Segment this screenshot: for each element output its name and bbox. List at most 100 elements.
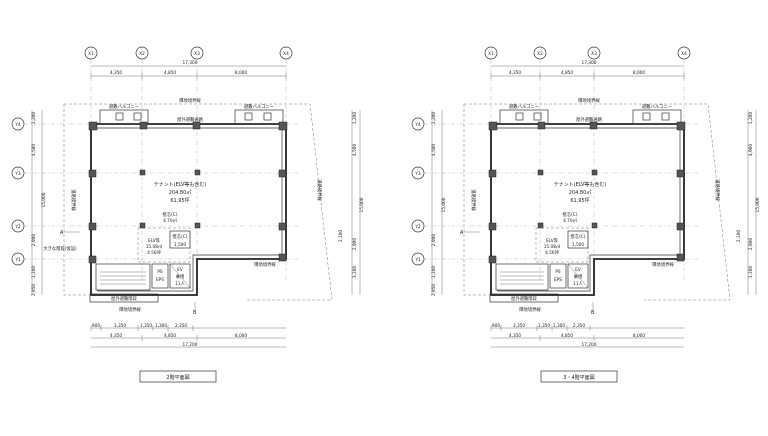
grid-label-x2: X2 <box>139 51 145 57</box>
outdoor-stair: 屋外避難階段 隣地境界線 <box>489 263 559 313</box>
elv-area-value: 15.08㎡ <box>146 243 163 250</box>
small-room-label: 壁芯(C) <box>163 211 178 218</box>
section-marker-b: B <box>591 310 595 316</box>
ps-label: PS <box>157 269 163 275</box>
right-dim-1: 1,200 <box>352 112 358 125</box>
floor-plan-drawing: X1 X2 X3 X4 17,300 4,350 4,850 8,000 隣地境… <box>11 46 365 383</box>
site-boundary <box>463 103 731 301</box>
corridor-top-label: 屋外避難通路 <box>576 116 602 123</box>
bottom-boundary-label: 隣地境界線 <box>519 306 541 313</box>
balcony-left-label: 避難バルコニー <box>109 103 139 110</box>
ev-label: EV <box>575 267 581 273</box>
right-boundary-label: 道路境界線 <box>316 179 323 201</box>
grid-label-x1: X1 <box>488 51 494 57</box>
right-boundary-label-2: 隣地境界線 <box>652 261 674 268</box>
grid-label-y4: Y4 <box>414 122 421 128</box>
bottom-dim2-1: 4,350 <box>110 333 123 339</box>
bottom-dim1-2: 3,350 <box>513 323 526 329</box>
core-area: ELV等 15.08㎡ 4.56坪 壁芯(C) 1,500 PS EPS EV … <box>535 227 589 289</box>
left-dimensions: 1,200 4,580 15,000 2,900 3,100 2,950 <box>31 110 47 296</box>
floor-plan-drawing: X1 X2 X3 X4 17,300 4,350 4,850 8,000 隣地境… <box>411 46 761 383</box>
grid-axes-left: Y4 Y3 Y2 Y1 <box>11 117 300 266</box>
caption: 3・4階平面図 <box>540 370 618 383</box>
right-dim-2: 4,900 <box>748 144 754 157</box>
right-dim-6: 3,100 <box>352 266 358 279</box>
outdoor-stair: 屋外避難階段 隣地境界線 <box>89 263 159 313</box>
floor-plan-2f: X1 X2 X3 X4 17,300 4,350 4,850 8,000 隣地境… <box>0 0 384 432</box>
right-boundary-labels: 道路境界線 隣地境界線 道路境界線 <box>470 179 721 268</box>
grid-label-y1: Y1 <box>14 257 21 263</box>
left-dimensions: 1,200 4,500 15,000 2,900 3,100 2,950 <box>431 110 447 296</box>
eps-label: EPS <box>554 277 562 283</box>
site-boundary <box>63 103 333 301</box>
balcony-area: 避難バルコニー 避難バルコニー 屋外避難通路 <box>99 103 284 125</box>
grid-label-x4: X4 <box>283 51 289 57</box>
section-marker-a: A <box>460 230 464 236</box>
left-dim-5: 3,100 <box>431 266 437 279</box>
top-total-dim: 17,300 <box>581 60 596 66</box>
corridor-top-label: 屋外避難通路 <box>177 116 203 123</box>
tenant-area: 204.80㎡ <box>569 189 592 196</box>
top-span-1: 4,350 <box>509 70 522 76</box>
bottom-dim1-3: 1,350 <box>140 323 153 329</box>
plan-caption: 3・4階平面図 <box>563 374 594 381</box>
bottom-dim2-1: 4,350 <box>509 333 522 339</box>
grid-label-x4: X4 <box>681 51 687 57</box>
balcony-right-label: 避難バルコニー <box>642 103 672 110</box>
bottom-dimensions: 900 3,350 1,350 1,300 2,350 4,350 4,850 … <box>90 323 286 348</box>
floor-plan-3-4f: X1 X2 X3 X4 17,300 4,350 4,850 8,000 隣地境… <box>384 0 768 432</box>
left-dim-5: 3,100 <box>31 266 37 279</box>
ev-label: EV <box>177 267 183 273</box>
right-dim-4: 2,100 <box>736 230 742 243</box>
ev-sub1: 乗用 <box>574 273 583 280</box>
right-boundary-label-2: 隣地境界線 <box>254 261 276 268</box>
tenant-label-group: テナント(ELV等も含む) 204.80㎡ 61.95坪 壁芯(C) 4.70㎡ <box>154 181 207 224</box>
top-span-1: 4,350 <box>110 70 123 76</box>
right-dimensions: 1,200 4,500 15,000 2,100 2,900 3,100 <box>338 110 365 295</box>
right-dim-6: 3,100 <box>748 266 754 279</box>
section-marker-a: A <box>60 230 64 236</box>
bottom-dimensions: 900 3,350 1,350 1,300 2,350 4,350 4,850 … <box>490 323 684 348</box>
grid-label-y2: Y2 <box>414 224 421 230</box>
tenant-tsubo: 61.95坪 <box>170 197 189 204</box>
right-dim-1: 1,200 <box>748 112 754 125</box>
ev-sub2: 11人 <box>175 281 185 287</box>
left-dim-4: 2,900 <box>431 234 437 247</box>
ps-label: PS <box>555 269 561 275</box>
bottom-dim1-5: 2,350 <box>175 323 188 329</box>
grid-label-x1: X1 <box>88 51 94 57</box>
top-span-2: 4,850 <box>561 70 574 76</box>
caption: 2階平面図 <box>139 370 217 383</box>
bottom-dim1-1: 900 <box>492 323 500 329</box>
balcony-right-label: 避難バルコニー <box>244 103 274 110</box>
stair-label: 屋外避難階段 <box>511 295 537 302</box>
core-top-label: 壁芯(C) <box>173 233 188 240</box>
tenant-label-group: テナント(ELV等も含む) 204.80㎡ 61.95坪 壁芯(C) 4.70㎡ <box>554 181 607 224</box>
bottom-dim1-3: 1,350 <box>538 323 551 329</box>
top-dimensions: 17,300 4,350 4,850 8,000 隣地境界線 <box>90 60 287 104</box>
tenant-area: 204.80㎡ <box>169 189 192 196</box>
right-dimensions: 1,200 4,900 15,000 2,100 2,900 3,100 <box>736 110 761 295</box>
right-dim-2: 4,500 <box>352 144 358 157</box>
right-boundary-labels: 道路境界線 隣地境界線 道路境界線 <box>70 179 323 268</box>
grid-label-x2: X2 <box>537 51 543 57</box>
right-dim-4: 2,100 <box>338 230 344 243</box>
tenant-tsubo: 61.95坪 <box>570 197 589 204</box>
top-dimensions: 17,300 4,350 4,850 8,000 隣地境界線 <box>490 60 685 104</box>
top-span-3: 8,000 <box>235 70 248 76</box>
ev-sub1: 乗用 <box>176 273 185 280</box>
left-note: 大きな階段(仮設) <box>43 245 77 252</box>
section-markers: A B <box>60 230 197 316</box>
top-span-2: 4,850 <box>164 70 177 76</box>
bottom-dim2-2: 4,850 <box>164 333 177 339</box>
left-dim-3: 15,000 <box>41 192 47 207</box>
grid-label-y3: Y3 <box>414 171 421 177</box>
left-dim-1: 1,200 <box>431 112 437 125</box>
core-top-value: 1,500 <box>174 242 187 248</box>
top-total-dim: 17,300 <box>182 60 197 66</box>
building-outline <box>90 123 287 296</box>
left-dim-4: 2,900 <box>31 234 37 247</box>
ev-sub2: 11人 <box>573 281 583 287</box>
core-top-label: 壁芯(C) <box>571 233 586 240</box>
